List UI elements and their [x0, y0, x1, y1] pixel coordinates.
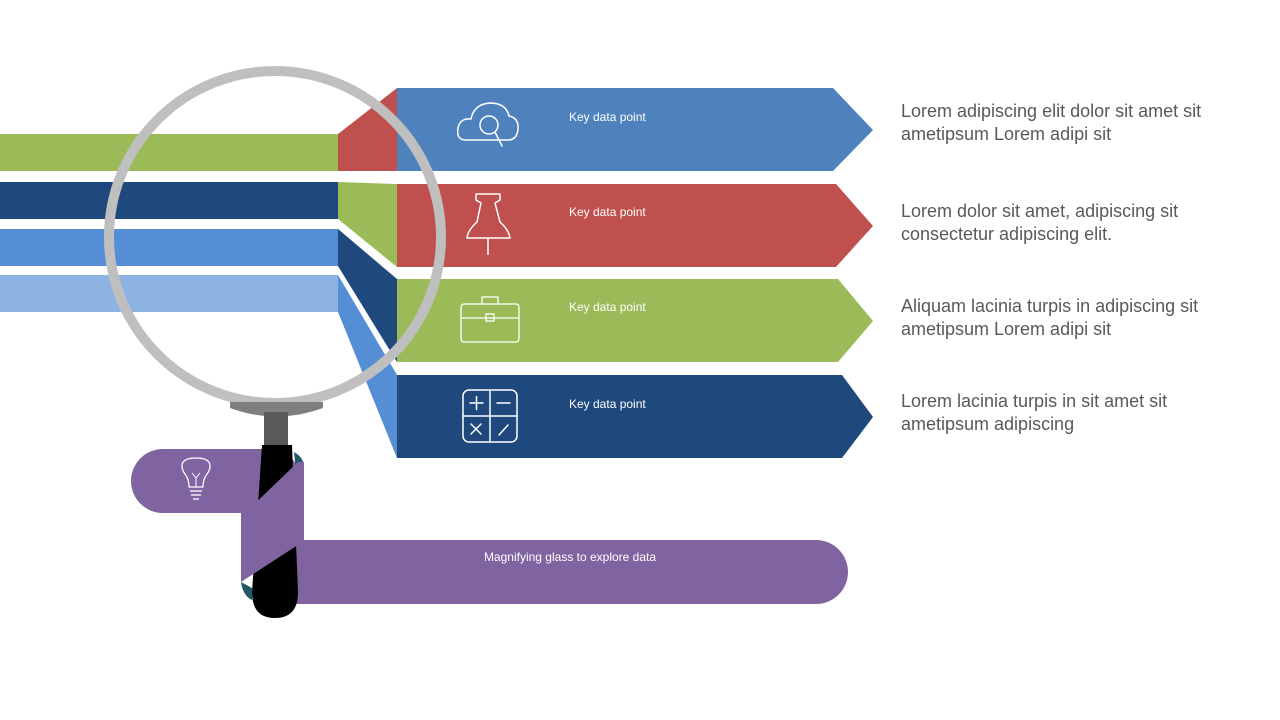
ribbon-wrap-edge: [241, 582, 252, 600]
handle-neck: [230, 402, 323, 417]
calculator-icon: [462, 389, 518, 443]
arrow-3: [397, 279, 873, 362]
arrow-1-label: Key data point: [569, 110, 646, 124]
arrow-1: [397, 88, 873, 171]
arrow-4-label: Key data point: [569, 397, 646, 411]
cloud-search-icon: [456, 102, 519, 147]
arrow-3-label: Key data point: [569, 300, 646, 314]
arrow-2: [397, 184, 873, 267]
lightbulb-icon: [181, 457, 211, 500]
ribbon-bottom: [260, 540, 848, 604]
description-3: Aliquam lacinia turpis in adipiscing sit…: [901, 296, 1199, 339]
arrow-4: [397, 375, 873, 458]
stripe-light-blue: [0, 275, 338, 312]
description-2: Lorem dolor sit amet, adipiscing sit con…: [901, 201, 1179, 244]
connector-blue: [338, 275, 397, 458]
stripe-navy: [0, 182, 338, 219]
description-4: Lorem lacinia turpis in sit amet sit ame…: [901, 391, 1168, 434]
handle-collar: [264, 412, 288, 446]
connector-navy: [338, 229, 397, 362]
ribbon-wrap: [241, 462, 304, 582]
description-1: Lorem adipiscing elit dolor sit amet sit…: [901, 101, 1202, 144]
connector-green: [338, 182, 397, 267]
briefcase-icon: [460, 296, 520, 343]
pushpin-icon: [466, 193, 511, 255]
arrow-2-label: Key data point: [569, 205, 646, 219]
stripe-blue: [0, 229, 338, 266]
stripe-green: [0, 134, 338, 171]
handle-label: Magnifying glass to explore data: [483, 550, 657, 564]
